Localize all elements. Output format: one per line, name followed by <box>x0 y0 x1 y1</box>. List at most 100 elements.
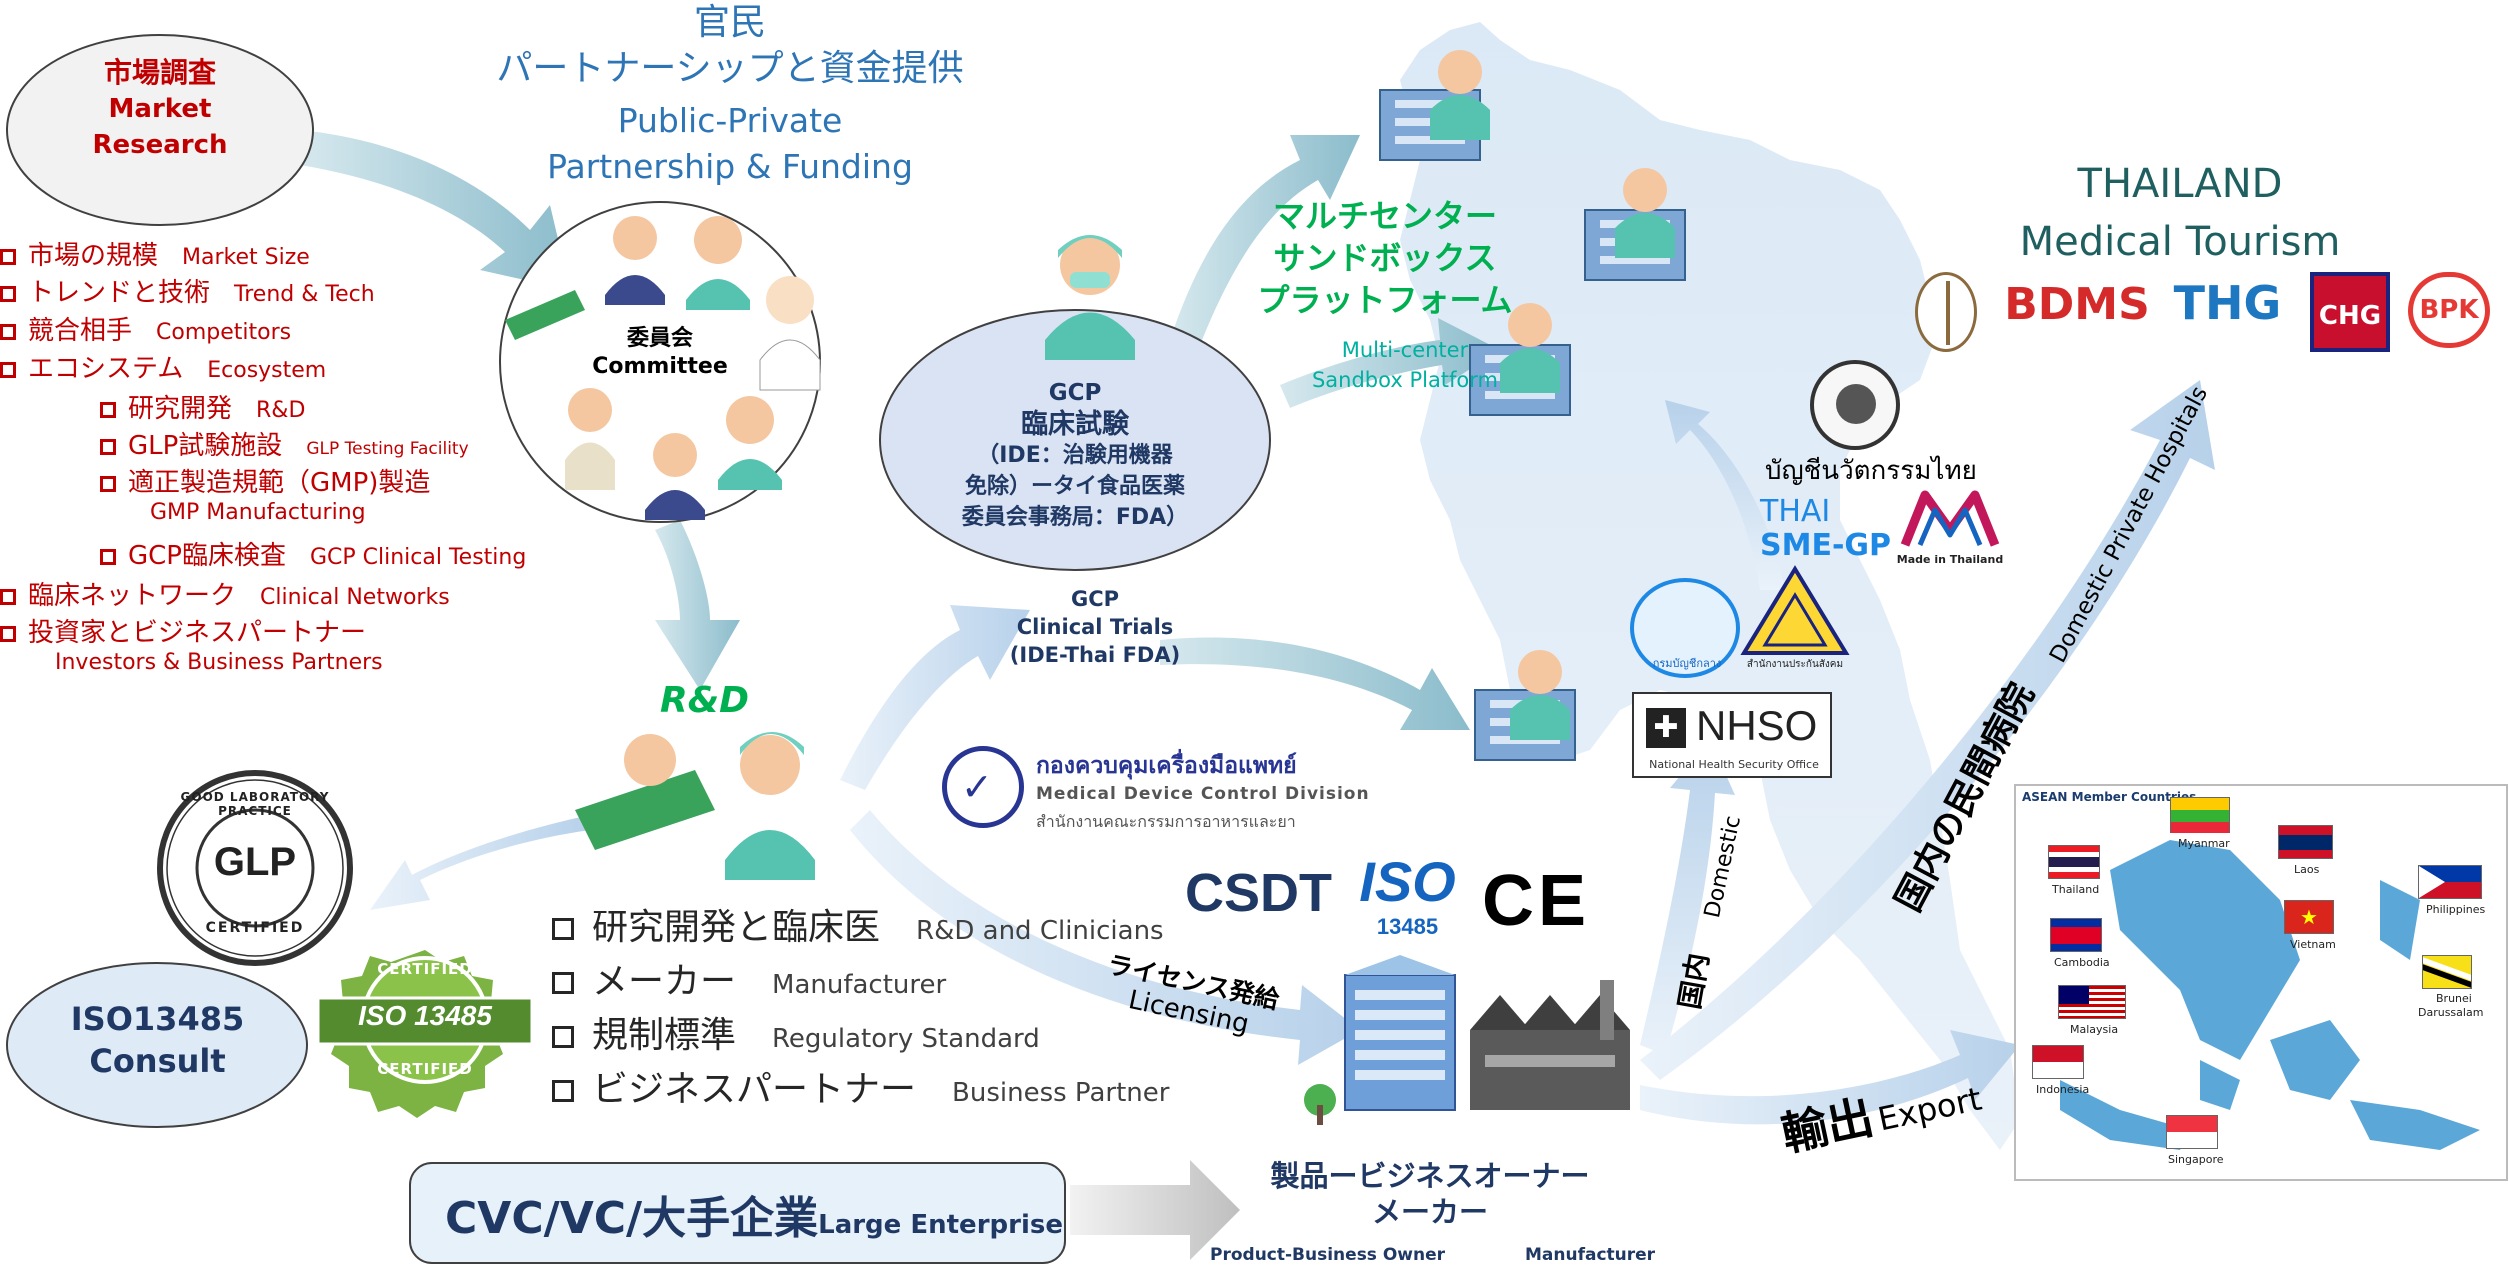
flag-philippines <box>2418 865 2482 899</box>
people-rnd <box>575 732 815 880</box>
flag-malaysia <box>2058 985 2126 1019</box>
csdt-label: CSDT <box>1185 863 1332 923</box>
market-research-ja: 市場調査 <box>103 56 216 89</box>
iso-logo-text: ISO <box>1359 850 1456 913</box>
label-vietnam: Vietnam <box>2290 938 2336 951</box>
hospital-icon-2 <box>1584 168 1686 281</box>
flag-cambodia <box>2050 918 2102 952</box>
nhso-cross-icon: ✚ <box>1646 708 1686 748</box>
arrow-private-hospitals <box>1640 380 2215 1080</box>
market-research-ellipse <box>6 34 314 226</box>
hospital-icon-1 <box>1379 50 1490 161</box>
gcp-ellipse-l1: GCP <box>1048 380 1102 406</box>
nhso-logo: ✚ NHSO National Health Security Office <box>1632 692 1832 778</box>
research-item-en: Investors & Business Partners <box>55 650 383 675</box>
committee-en: Committee <box>592 354 728 379</box>
label-laos: Laos <box>2294 863 2320 876</box>
flag-brunei <box>2422 955 2472 989</box>
iso-badge-top: CERTIFIED <box>377 960 473 978</box>
factory-icon <box>1470 980 1630 1110</box>
arrow-cvc-to-owner <box>1070 1160 1240 1260</box>
hospital-icon-3 <box>1469 303 1571 416</box>
multicenter-ja1: マルチセンター <box>1272 197 1497 235</box>
gcp-trials-l3: (IDE-Thai FDA) <box>1009 643 1181 667</box>
thai-innovation-list: บัญชีนวัตกรรมไทย <box>1765 456 1977 486</box>
multicenter-en2: Sandbox Platform <box>1311 368 1499 392</box>
arrow-gcp-to-sandbox <box>1280 318 1500 408</box>
label-cambodia: Cambodia <box>2054 956 2110 969</box>
mdcd-thai: กองควบคุมเครื่องมือแพทย์ <box>1036 753 1297 779</box>
iso-badge-bottom: CERTIFIED <box>377 1060 473 1078</box>
made-in-thailand-icon <box>1900 490 2000 547</box>
bpk-logo: BPK <box>2408 272 2490 348</box>
flag-indonesia <box>2032 1045 2084 1079</box>
multicenter-label: マルチセンター サンドボックス プラットフォーム <box>1235 195 1535 321</box>
flag-thailand <box>2048 845 2100 879</box>
multicenter-ja2: サンドボックス <box>1273 239 1497 277</box>
rnd-label: R&D <box>660 680 749 721</box>
multicenter-en: Multi-center Sandbox Platform <box>1275 335 1535 395</box>
committee-label: 委員会 Committee <box>590 325 730 381</box>
iso-logo: ISO 13485 <box>1350 850 1465 940</box>
arrow-export <box>1640 1030 2020 1125</box>
multicenter-en1: Multi-center <box>1341 338 1469 362</box>
glp-badge-ring-bottom: CERTIFIED <box>205 920 305 936</box>
thailand-medical-tourism: THAILAND Medical Tourism <box>1980 155 2380 271</box>
research-subitem-en: GMP Manufacturing <box>150 500 366 525</box>
market-research-en1: Market <box>108 94 212 124</box>
ppp-ja1: 官民 <box>693 2 766 43</box>
gcp-ellipse-l2: 臨床試験 <box>1021 409 1129 440</box>
gcp-trials-l2: Clinical Trials <box>1016 615 1174 639</box>
iso-consult-label: ISO13485 Consult <box>20 998 295 1082</box>
iso-consult-l1: ISO13485 <box>70 1000 245 1038</box>
label-philippines: Philippines <box>2426 903 2486 916</box>
sso-caption: สำนักงานประกันสังคม <box>1746 659 1844 670</box>
ppp-en1: Public-Private <box>617 101 843 140</box>
arrow-rnd-to-owner <box>850 810 1360 1065</box>
asean-landmass <box>2060 840 2480 1150</box>
iso13485-badge <box>316 950 534 1118</box>
arrow-domestic <box>1640 740 1735 1055</box>
committee-ja: 委員会 <box>626 326 693 351</box>
flag-vietnam: ★ <box>2284 900 2334 934</box>
label-darussalam: Darussalam <box>2418 1006 2484 1019</box>
gcp-ellipse <box>879 309 1271 571</box>
label-malaysia: Malaysia <box>2070 1023 2119 1036</box>
gcp-trials-label: GCP Clinical Trials (IDE-Thai FDA) <box>990 585 1200 669</box>
chg-logo: CHG <box>2310 272 2390 352</box>
cvc-ja: CVC/VC/大手企業 <box>445 1193 819 1244</box>
mdcd-en: Medical Device Control Division <box>1036 784 1370 804</box>
comptroller-seal-caption: กรมบัญชีกลาง <box>1652 657 1722 670</box>
doctor-icon-gcp <box>1045 235 1135 360</box>
gcp-ellipse-l4: 免除）ータイ食品医薬 <box>964 474 1185 499</box>
ppp-en2: Partnership & Funding <box>547 147 913 186</box>
bdms-logo: BDMS <box>2004 279 2150 330</box>
flag-singapore <box>2166 1115 2218 1149</box>
multicenter-ja3: プラットフォーム <box>1257 281 1513 319</box>
office-building-icon <box>1304 955 1456 1125</box>
caduceus-icon <box>1915 272 1977 352</box>
glp-badge-ring-top: GOOD LABORATORY PRACTICE <box>180 790 330 818</box>
ppp-ja2: パートナーシップと資金提供 <box>496 48 964 89</box>
label-brunei: Brunei <box>2436 992 2472 1005</box>
market-research-en2: Research <box>92 130 228 160</box>
nhso-sub: National Health Security Office <box>1649 758 1819 771</box>
gcp-ellipse-l5: 委員会事務局：FDA） <box>961 505 1189 530</box>
market-research-label: 市場調査 Market Research <box>20 55 300 163</box>
sme-gp-l1: THAI <box>1760 494 1831 529</box>
label-indonesia: Indonesia <box>2036 1083 2090 1096</box>
cvc-en: Large Enterprise <box>818 1210 1063 1240</box>
mdcd-check-icon: ✓ <box>961 765 993 809</box>
research-subitem: 適正製造規範（GMP)製造 <box>100 462 430 499</box>
thailand-l2: Medical Tourism <box>2019 219 2341 265</box>
glp-badge <box>157 770 353 966</box>
iso-logo-num: 13485 <box>1376 914 1439 939</box>
nhso-name: NHSO <box>1696 702 1818 749</box>
